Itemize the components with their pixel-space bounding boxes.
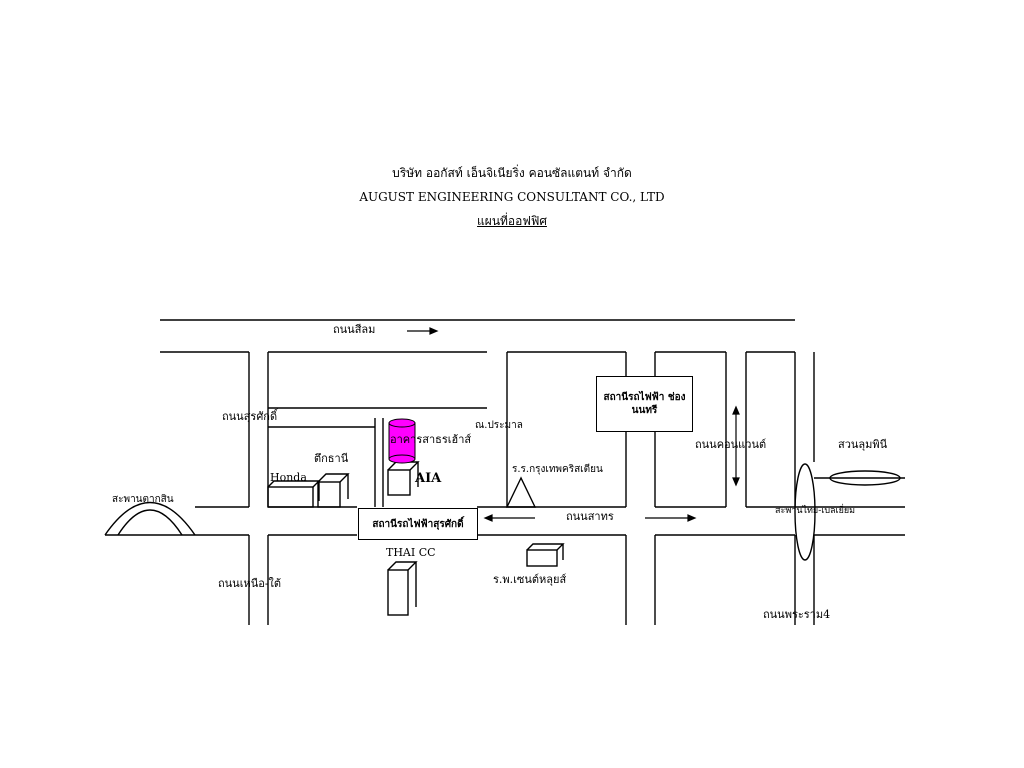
thai-cc-label: THAI CC — [386, 546, 436, 559]
map-subtitle: แผนที่ออฟฟิศ — [477, 214, 547, 228]
ais-parking-label: ณ.ประมาล — [475, 420, 523, 431]
ais-building-marker — [388, 418, 416, 464]
honda-label: Honda — [270, 471, 307, 484]
aia-label: AIA — [415, 471, 442, 486]
road-rama4-label: ถนนพระราม4 — [763, 608, 831, 621]
school-label: ร.ร.กรุงเทพคริสเตียน — [512, 464, 603, 475]
ais-building-label: อาคารสาธรเฮ้าส์ — [390, 433, 472, 446]
road-convent-label: ถนนคอนแวนต์ — [695, 438, 767, 451]
surasak-station: สถานีรถไฟฟ้าสุรศักดิ์ — [358, 508, 478, 540]
road-nuea-tai-label: ถนนเหนือ-ใต้ — [218, 577, 282, 590]
company-name-thai: บริษัท ออกัสท์ เอ็นจิเนียริ่ง คอนซัลแตนท… — [392, 166, 632, 180]
road-silom-label: ถนนสีลม — [333, 323, 376, 336]
chong-nonsi-station: สถานีรถไฟฟ้า ช่องนนทรี — [596, 376, 693, 432]
st-louis-label: ร.พ.เซนต์หลุยส์ — [493, 573, 567, 586]
road-sathorn-label: ถนนสาทร — [566, 510, 614, 523]
tuk-thani-label: ตึกธานี — [314, 452, 349, 465]
company-name-english: AUGUST ENGINEERING CONSULTANT CO., LTD — [359, 190, 665, 204]
flyover-label: สะพานไทย-เบลเยี่ยม — [775, 506, 856, 516]
lumpini-label: สวนลุมพินี — [838, 438, 888, 451]
taksin-bridge-label: สะพานตากสิน — [112, 494, 174, 505]
road-surasak-label: ถนนสุรศักดิ์ — [222, 410, 278, 423]
